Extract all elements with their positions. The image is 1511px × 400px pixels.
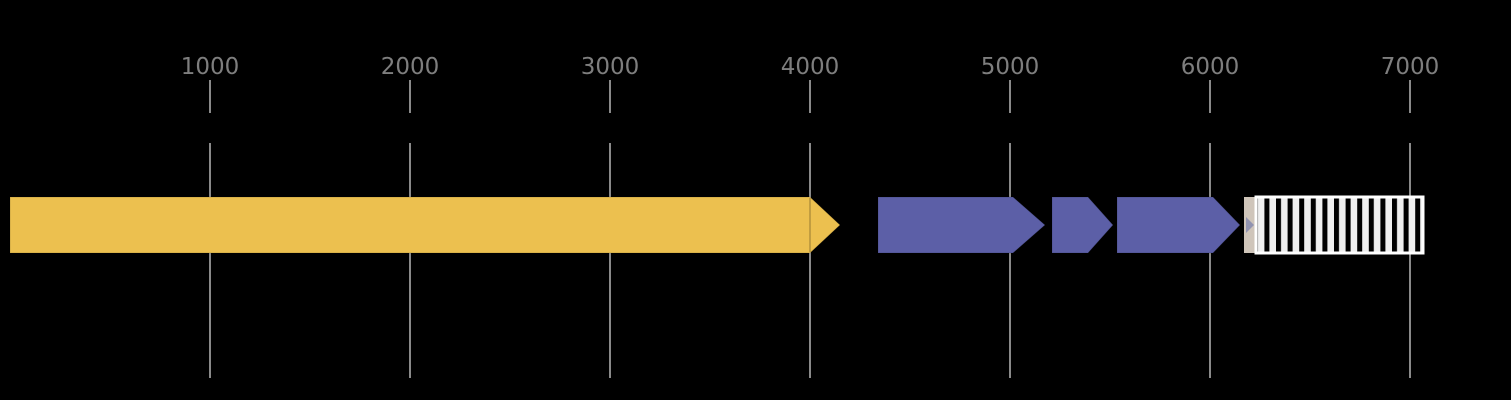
ruler-tick-gap [408,113,412,143]
feature-beige-spacer-marker-triangle-icon [1246,217,1254,233]
ruler-tick-label: 1000 [181,54,240,80]
ruler-tick-label: 6000 [1181,54,1240,80]
feature-hatched-box [1254,195,1425,255]
ruler-tick-label: 7000 [1381,54,1440,80]
ruler-tick-gap [1008,113,1012,143]
ruler-tick-label: 5000 [981,54,1040,80]
feature-yellow-cds [9,196,841,254]
feature-purple-cds-3 [1116,196,1241,254]
ruler-tick-gap [808,113,812,143]
ruler-tick-label: 2000 [381,54,440,80]
ruler-tick-label: 4000 [781,54,840,80]
ruler-tick-gap [208,113,212,143]
ruler-tick-gap [1408,113,1412,143]
ruler-tick-gap [608,113,612,143]
feature-purple-cds-1 [877,196,1046,254]
ruler-tick-gap [1208,113,1212,143]
ruler-tick-label: 3000 [581,54,640,80]
feature-purple-cds-2 [1051,196,1114,254]
